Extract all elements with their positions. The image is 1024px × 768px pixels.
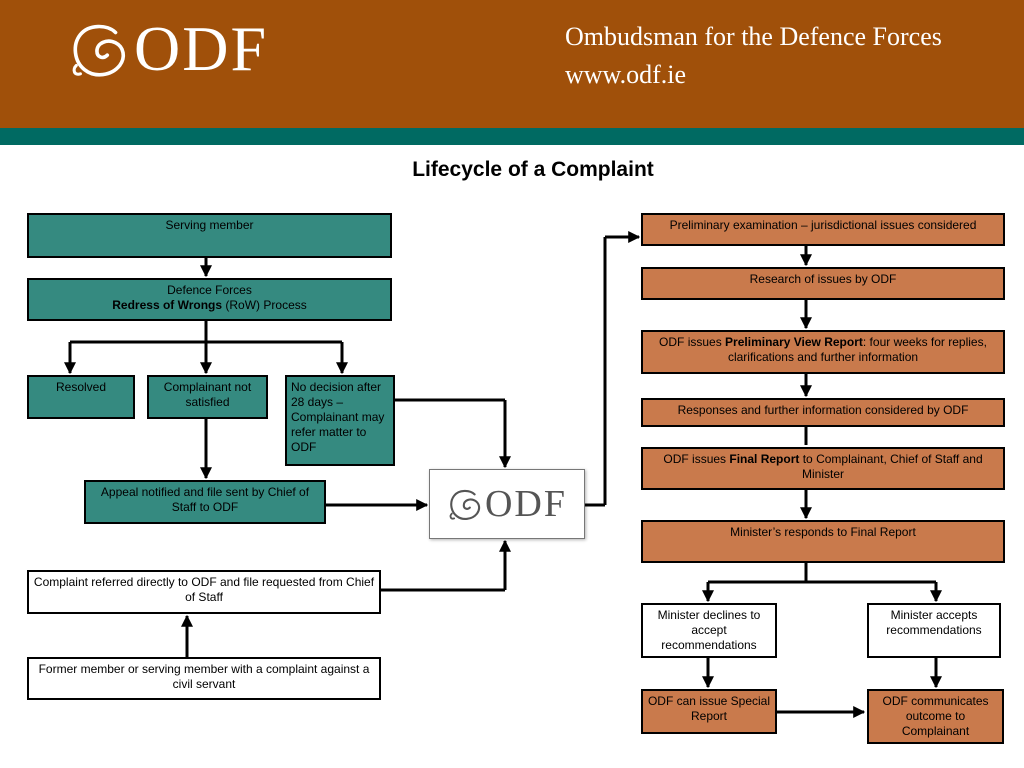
box-minister-responds-label: Minister’s responds to Final Report (730, 525, 916, 539)
box-research: Research of issues by ODF (641, 267, 1005, 300)
row-bold: Redress of Wrongs (112, 298, 223, 312)
odf-center-logo: ODF (429, 469, 585, 539)
box-former-member: Former member or serving member with a c… (27, 657, 381, 700)
box-appeal-label: Appeal notified and file sent by Chief o… (100, 485, 310, 514)
final-bold: Final Report (729, 452, 800, 466)
pvr-pre: ODF issues (659, 335, 726, 349)
center-logo-text: ODF (484, 483, 568, 525)
pvr-bold: Preliminary View Report (725, 335, 863, 349)
logo-text: ODF (134, 13, 269, 84)
row-rest: (RoW) Process (222, 298, 307, 312)
box-final-report: ODF issues Final Report to Complainant, … (641, 447, 1005, 490)
box-minister-responds: Minister’s responds to Final Report (641, 520, 1005, 563)
pvr-post: : four weeks for replies, clarifications… (727, 335, 987, 364)
header-stripe (0, 128, 1024, 145)
box-special-report-label: ODF can issue Special Report (647, 694, 771, 723)
box-preliminary: Preliminary examination – jurisdictional… (641, 213, 1005, 246)
box-resolved: Resolved (27, 375, 135, 419)
header-band (0, 0, 1024, 128)
box-research-label: Research of issues by ODF (749, 272, 897, 286)
box-responses: Responses and further information consid… (641, 398, 1005, 427)
box-not-satisfied-label: Complainant not satisfied (163, 380, 252, 409)
box-communicates-outcome-label: ODF communicates outcome to Complainant (882, 694, 989, 738)
box-direct-referral: Complaint referred directly to ODF and f… (27, 570, 381, 614)
org-name: Ombudsman for the Defence Forces (565, 22, 942, 51)
box-serving-member: Serving member (27, 213, 392, 258)
box-not-satisfied: Complainant not satisfied (147, 375, 268, 419)
box-serving-member-label: Serving member (165, 218, 254, 232)
box-minister-declines: Minister declines to accept recommendati… (641, 603, 777, 658)
box-minister-accepts-label: Minister accepts recommendations (886, 608, 982, 637)
box-preliminary-label: Preliminary examination – jurisdictional… (669, 218, 977, 232)
box-appeal: Appeal notified and file sent by Chief o… (84, 480, 326, 524)
box-special-report: ODF can issue Special Report (641, 689, 777, 734)
box-minister-accepts: Minister accepts recommendations (867, 603, 1001, 658)
box-responses-label: Responses and further information consid… (677, 403, 969, 417)
box-direct-referral-label: Complaint referred directly to ODF and f… (33, 575, 375, 604)
swirl-icon (72, 24, 126, 77)
org-url[interactable]: www.odf.ie (565, 60, 687, 89)
box-resolved-label: Resolved (55, 380, 107, 394)
odf-logo: ODF (68, 14, 268, 84)
swirl-icon (449, 489, 481, 520)
box-no-decision-label: No decision after 28 days – Complainant … (291, 380, 385, 454)
final-post: to Complainant, Chief of Staff and Minis… (799, 452, 983, 481)
box-communicates-outcome: ODF communicates outcome to Complainant (867, 689, 1004, 744)
row-line1: Defence Forces (167, 283, 252, 297)
final-pre: ODF issues (663, 452, 730, 466)
box-no-decision: No decision after 28 days – Complainant … (285, 375, 395, 466)
box-preliminary-view-report: ODF issues Preliminary View Report: four… (641, 330, 1005, 374)
page-title: Lifecycle of a Complaint (412, 158, 654, 181)
box-former-member-label: Former member or serving member with a c… (38, 662, 370, 691)
box-minister-declines-label: Minister declines to accept recommendati… (657, 608, 761, 652)
box-redress-of-wrongs: Defence Forces Redress of Wrongs (RoW) P… (27, 278, 392, 321)
